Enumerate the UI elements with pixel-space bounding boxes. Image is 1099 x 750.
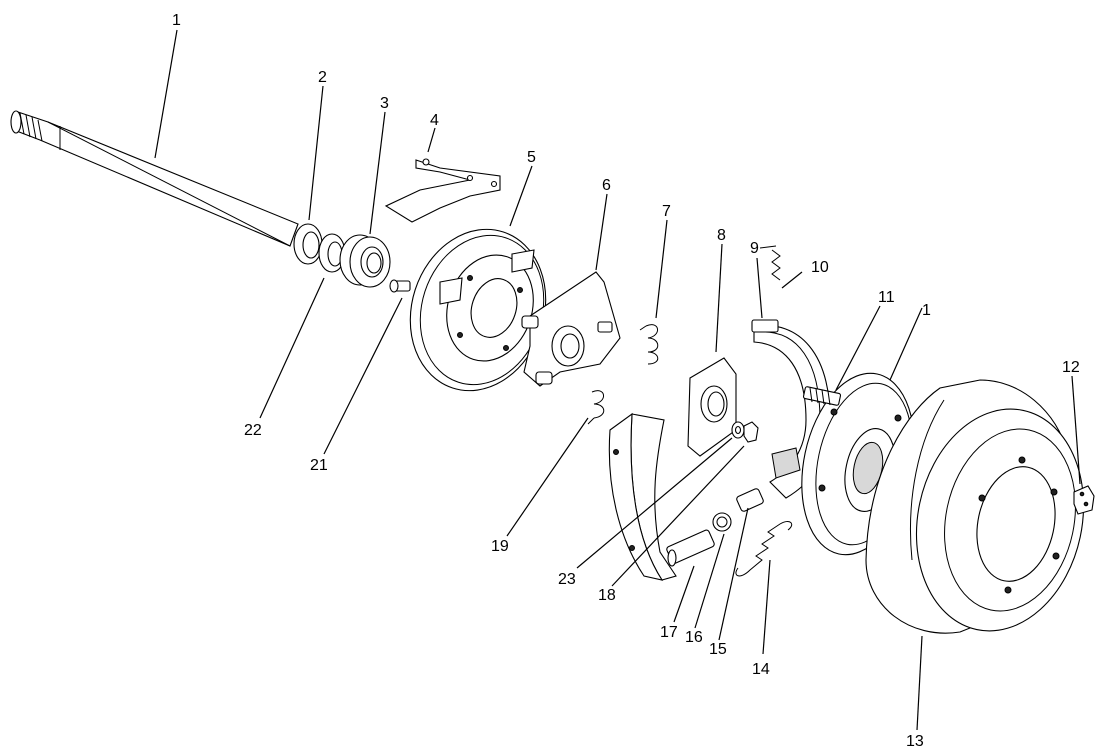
brake-plate <box>521 271 621 387</box>
adjuster-screw <box>666 529 715 567</box>
callout-14: 14 <box>752 661 770 678</box>
adjuster-socket <box>736 488 764 512</box>
clip <box>1073 485 1095 515</box>
callout-13: 13 <box>906 733 924 750</box>
axle-shaft <box>10 110 299 247</box>
washer <box>731 421 745 439</box>
callout-8: 8 <box>717 227 726 244</box>
star-wheel <box>712 512 732 532</box>
brake-lever-bracket <box>384 158 501 223</box>
callout-10: 10 <box>811 259 829 276</box>
callout-19: 19 <box>491 538 509 555</box>
spring <box>639 324 659 365</box>
callout-7: 7 <box>662 203 671 220</box>
seal <box>293 223 323 265</box>
wheel-stud <box>802 386 842 406</box>
callout-23: 23 <box>558 571 576 588</box>
callout-5: 5 <box>527 149 536 166</box>
brake-shoe-lower <box>608 412 677 581</box>
callout-16: 16 <box>685 629 703 646</box>
callout-9: 9 <box>750 240 759 257</box>
callout-6: 6 <box>602 177 611 194</box>
callout-2: 2 <box>318 69 327 86</box>
callout-12: 12 <box>1062 359 1080 376</box>
leader-lines <box>154 29 1081 731</box>
callout-3: 3 <box>380 95 389 112</box>
callout-1: 1 <box>172 12 181 29</box>
brake-drum <box>865 379 1085 634</box>
callouts: 1 2 3 4 5 6 7 8 9 10 11 1 12 13 14 15 16… <box>172 12 1080 750</box>
bearing <box>339 234 391 288</box>
callout-22: 22 <box>244 422 262 439</box>
callout-17: 17 <box>660 624 678 641</box>
callout-18: 18 <box>598 587 616 604</box>
spring <box>587 390 605 425</box>
callout-1b: 1 <box>922 302 931 319</box>
nut <box>743 421 759 443</box>
retainer-plate <box>687 357 737 457</box>
pin <box>759 245 781 281</box>
callout-21: 21 <box>310 457 328 474</box>
backing-plate <box>409 228 547 392</box>
adjuster-spring <box>735 521 793 577</box>
callout-11: 11 <box>878 289 895 306</box>
callout-4: 4 <box>430 112 439 129</box>
callout-15: 15 <box>709 641 727 658</box>
bolt <box>389 279 411 293</box>
